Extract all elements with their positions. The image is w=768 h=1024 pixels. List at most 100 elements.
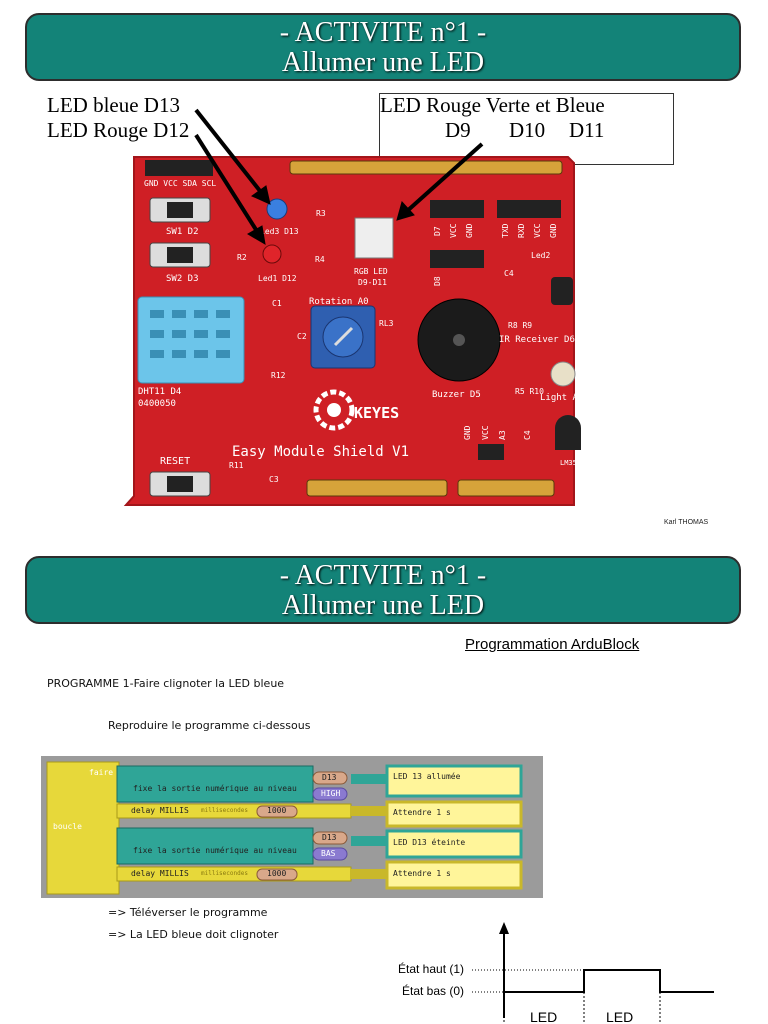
label-rl3: RL3 — [379, 319, 394, 328]
ardu-faire: faire — [89, 768, 114, 777]
ardu-delay-2: delay MILLIS — [131, 869, 189, 878]
label-rgb-pins: D9-D11 — [358, 278, 387, 287]
label-led-rouge: LED Rouge D12 — [47, 118, 190, 142]
label-gnd-3: GND — [463, 425, 472, 440]
label-c2: C2 — [297, 332, 307, 341]
ardu-delay-value-2: 1000 — [267, 869, 287, 878]
header-left-pins — [145, 160, 213, 176]
label-model: Easy Module Shield V1 — [232, 444, 409, 460]
comment-3 — [385, 829, 523, 859]
label-gnd-2: GND — [549, 223, 558, 238]
keyes-logo — [313, 389, 355, 431]
label-led-bleue: LED bleue D13 — [47, 93, 180, 117]
program-title: PROGRAMME 1-Faire clignoter la LED bleue — [47, 677, 285, 690]
label-led1: Led1 D12 — [258, 274, 297, 283]
pill-1000-1 — [256, 805, 298, 818]
connector-1 — [351, 774, 387, 784]
arrow-led-bleue-head — [250, 185, 271, 205]
activity-banner-bottom: - ACTIVITE n°1 - Allumer une LED — [25, 556, 741, 624]
light-sensor — [550, 361, 576, 387]
banner2-title-line1: - ACTIVITE n°1 - — [279, 560, 487, 591]
pointer-arrows — [194, 108, 484, 245]
label-vcc-2: VCC — [533, 223, 542, 238]
label-led3: Led3 D13 — [260, 227, 299, 236]
timing-label-haut: État haut (1) — [398, 961, 464, 976]
credit-text: Karl THOMAS — [664, 519, 709, 526]
ir-receiver — [551, 277, 573, 305]
dht11-sensor — [137, 296, 245, 384]
arrow-led-bleue — [194, 108, 266, 198]
label-c3: C3 — [269, 475, 279, 484]
ardu-low: BAS — [321, 849, 336, 858]
label-a3: A3 — [498, 430, 507, 440]
label-dht: DHT11 D4 — [138, 387, 181, 397]
step-upload: => Téléverser le programme — [108, 906, 268, 919]
timing-diagram: État haut (1) État bas (0) LED LED — [398, 922, 714, 1024]
pill-low — [312, 847, 348, 861]
label-c1: C1 — [272, 299, 282, 308]
arrow-led-rouge — [194, 133, 262, 238]
label-r2: R2 — [237, 253, 247, 262]
ardu-fix-2: fixe la sortie numérique au niveau — [133, 846, 297, 855]
label-r11: R11 — [229, 461, 244, 470]
block-fixe-2 — [116, 827, 314, 865]
label-r8r9: R8 R9 — [508, 321, 532, 330]
lm35-sensor — [555, 415, 581, 450]
label-txd: TXD — [501, 223, 510, 238]
label-r3: R3 — [316, 209, 326, 218]
label-light: Light A1 — [540, 393, 583, 403]
label-r12: R12 — [271, 371, 286, 380]
comment-2 — [385, 800, 523, 828]
timing-signal — [504, 969, 714, 993]
ardublock-link[interactable]: Programmation ArduBlock — [465, 636, 640, 653]
connector-3 — [351, 836, 387, 846]
label-reset: RESET — [160, 456, 190, 467]
label-rgb-title: LED Rouge Verte et Bleue — [380, 93, 605, 117]
activity-banner-top: - ACTIVITE n°1 - Allumer une LED — [25, 13, 741, 81]
led-blue — [266, 198, 288, 220]
label-rgb: RGB LED — [354, 267, 388, 276]
label-sw1: SW1 D2 — [166, 227, 199, 237]
banner-title-line1: - ACTIVITE n°1 - — [279, 17, 487, 48]
label-lm35: LM35 A2 — [560, 459, 590, 467]
label-rgb-d10: D10 — [509, 118, 546, 142]
ardu-comment-2: Attendre 1 s — [393, 808, 451, 817]
label-vcc-3: VCC — [481, 425, 490, 440]
ardu-delay-1: delay MILLIS — [131, 806, 189, 815]
header-d8 — [430, 250, 484, 268]
ardu-delay-sub-2: millisecondes — [201, 870, 248, 877]
easy-module-shield-board: GND VCC SDA SCL SW1 D2 SW2 D3 Led3 D13 L… — [123, 108, 590, 506]
label-dht-code: 0400050 — [138, 399, 176, 409]
pill-d13-2 — [312, 831, 348, 845]
ardublock-program: faire boucle fixe la sortie numérique au… — [41, 756, 543, 898]
rgb-led — [354, 217, 394, 259]
block-fixe-1 — [116, 765, 314, 803]
timing-y-arrow — [499, 922, 509, 934]
program-instruction: Reproduire le programme ci-dessous — [108, 719, 311, 732]
ardu-comment-1: LED 13 allumée — [393, 772, 461, 781]
ardu-boucle: boucle — [53, 822, 82, 831]
ardu-delay-sub-1: millisecondes — [201, 807, 248, 814]
label-rxd: RXD — [517, 223, 526, 238]
pill-high — [312, 787, 348, 801]
ardu-d13-2: D13 — [322, 833, 337, 842]
label-c4-b: C4 — [523, 430, 532, 440]
comment-4 — [385, 860, 523, 890]
header-bottom-right — [457, 479, 555, 497]
timing-label-led2: LED — [606, 1009, 633, 1024]
header-txd — [497, 200, 561, 218]
led-red — [262, 244, 282, 264]
banner2-title-line2: Allumer une LED — [281, 590, 485, 621]
label-r4: R4 — [315, 255, 325, 264]
arrow-rgb-head — [396, 201, 415, 221]
label-r5r10: R5 R10 — [515, 387, 544, 396]
pins-gnd-vcc-sda-scl: GND VCC SDA SCL — [144, 179, 216, 188]
arrow-rgb — [404, 142, 484, 214]
label-sw2: SW2 D3 — [166, 274, 199, 284]
banner-title-line2: Allumer une LED — [281, 47, 485, 78]
ardu-high: HIGH — [321, 789, 341, 798]
label-d7: D7 — [433, 226, 442, 236]
timing-label-bas: État bas (0) — [402, 983, 464, 998]
label-rgb-d11: D11 — [569, 118, 605, 142]
pill-d13-1 — [312, 771, 348, 785]
